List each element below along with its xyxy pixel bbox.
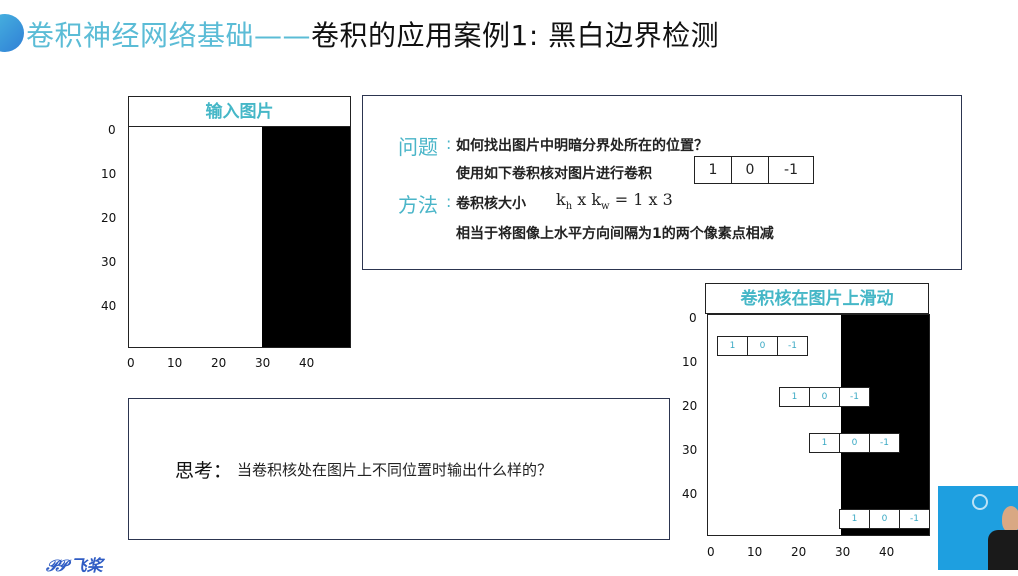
sliding-kernel-cell: -1 <box>899 509 930 529</box>
kernel-cell: -1 <box>768 156 814 184</box>
sliding-kernel-cell: -1 <box>869 433 900 453</box>
method-colon: : <box>446 192 452 211</box>
kernel-cell: 1 <box>694 156 732 184</box>
sliding-y-tick: 40 <box>682 487 698 501</box>
thinking-text: 当卷积核处在图片上不同位置时输出什么样的？ <box>237 461 553 479</box>
sliding-x-tick: 20 <box>791 545 807 559</box>
use-kernel-text: 使用如下卷积核对图片进行卷积 <box>456 166 652 182</box>
title-part1: 卷积神经网络基础—— <box>26 19 312 52</box>
sliding-kernel-cell: 0 <box>747 336 778 356</box>
input-x-tick: 30 <box>255 356 271 370</box>
input-x-tick: 10 <box>167 356 183 370</box>
sliding-kernel-cell: -1 <box>777 336 808 356</box>
input-x-tick: 0 <box>127 356 135 370</box>
formula-sub-h: h <box>565 201 573 213</box>
info-panel <box>362 95 962 270</box>
paddle-logo-mark-icon: 𝒫𝒫 <box>46 556 67 575</box>
sliding-x-tick: 40 <box>879 545 895 559</box>
input-plot-title: 输入图片 <box>128 96 351 127</box>
thinking-panel <box>128 398 670 540</box>
formula-eq: = 1 x 3 <box>609 190 673 209</box>
title-part2: 卷积的应用案例1: 黑白边界检测 <box>311 19 720 52</box>
sliding-kernel-cell: -1 <box>839 387 870 407</box>
kernel-cell: 0 <box>731 156 769 184</box>
formula-sub-w: w <box>601 201 610 213</box>
paddle-logo-text: 飞桨 <box>70 556 103 575</box>
method-label: 方法 <box>398 193 438 217</box>
sliding-kernel-cell: 1 <box>779 387 810 407</box>
method-description: 相当于将图像上水平方向间隔为1的两个像素点相减 <box>456 226 774 242</box>
sliding-x-tick: 0 <box>707 545 715 559</box>
video-circle-icon <box>972 494 988 510</box>
question-text: 如何找出图片中明暗分界处所在的位置？ <box>456 138 708 154</box>
sliding-kernel-cell: 1 <box>809 433 840 453</box>
question-label: 问题 <box>398 135 438 159</box>
slide-title: 卷积神经网络基础——卷积的应用案例1: 黑白边界检测 <box>26 14 719 54</box>
sliding-kernel-cell: 0 <box>839 433 870 453</box>
input-y-tick: 20 <box>101 211 117 225</box>
formula-k: k <box>556 190 566 209</box>
presenter-body-icon <box>988 530 1018 570</box>
sliding-black-region <box>841 315 929 535</box>
sliding-y-tick: 30 <box>682 443 698 457</box>
title-bullet-icon <box>0 14 24 52</box>
sliding-kernel-cell: 0 <box>869 509 900 529</box>
presenter-face-icon <box>1002 506 1018 532</box>
sliding-y-tick: 20 <box>682 399 698 413</box>
input-x-tick: 20 <box>211 356 227 370</box>
sliding-x-tick: 30 <box>835 545 851 559</box>
thinking-label: 思考： <box>175 460 233 482</box>
paddle-logo: 𝒫𝒫 飞桨 <box>46 552 103 576</box>
sliding-y-tick: 0 <box>689 311 697 325</box>
sliding-x-tick: 10 <box>747 545 763 559</box>
sliding-kernel-cell: 1 <box>717 336 748 356</box>
input-x-tick: 40 <box>299 356 315 370</box>
input-y-tick: 30 <box>101 255 117 269</box>
input-y-tick: 10 <box>101 167 117 181</box>
kernel-size-formula: kh x kw = 1 x 3 <box>556 190 673 212</box>
input-y-tick: 40 <box>101 299 117 313</box>
input-plot-area <box>128 126 351 348</box>
sliding-y-tick: 10 <box>682 355 698 369</box>
kernel-size-label: 卷积核大小 <box>456 196 526 212</box>
input-black-region <box>262 127 350 347</box>
sliding-plot-title: 卷积核在图片上滑动 <box>705 283 929 314</box>
presenter-video-thumbnail <box>938 486 1018 570</box>
question-colon: : <box>446 134 452 153</box>
input-y-tick: 0 <box>108 123 116 137</box>
sliding-kernel-cell: 1 <box>839 509 870 529</box>
formula-xk: x k <box>572 190 602 209</box>
sliding-kernel-cell: 0 <box>809 387 840 407</box>
